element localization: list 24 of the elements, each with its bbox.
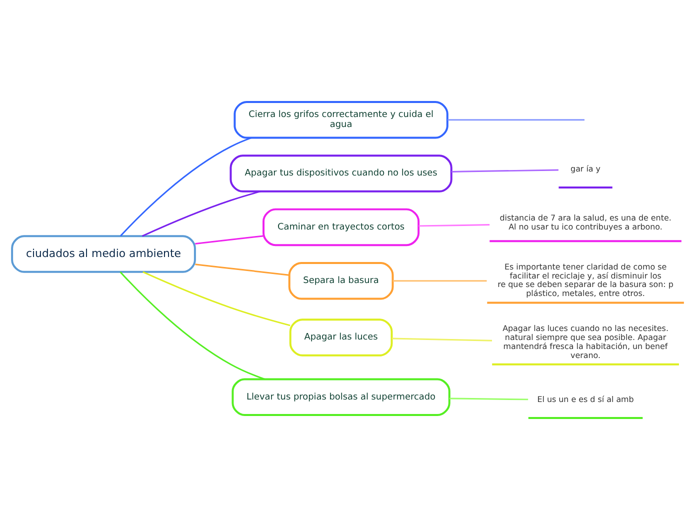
node-text: distancia de 7 ara la salud, es una de ente. Al no usar tu ico contribuyes a arbono.	[500, 214, 672, 232]
connector	[120, 137, 252, 236]
node-text: gar ía y	[570, 164, 601, 174]
node-box: Cierra los grifos correctamente y cuida el agua	[234, 100, 448, 139]
node-box: ciudados al medio ambiente	[11, 235, 196, 273]
connector	[120, 271, 266, 380]
node-text: El us un e es d sí al amb	[537, 395, 634, 404]
node-text: Es importante tener claridad de como se facilitar el reciclaje y, así disminuir los re que se deben separar de la basura son: p plástico, metales, entre otros.	[498, 262, 674, 298]
connector	[392, 280, 487, 282]
connector	[142, 190, 261, 237]
node-box: Apagar las luces	[289, 318, 393, 356]
node-box: Llevar tus propias bolsas al supermercado	[232, 378, 450, 416]
connector	[418, 224, 490, 227]
node-text: Apagar las luces cuando no las necesites. natural siempre que sea posible. Apagar mantendrá fresca la habitación, un benef verano.	[502, 324, 668, 360]
node-box: Separa la basura	[288, 262, 394, 300]
connector	[142, 271, 290, 326]
node-box: Caminar en trayectos cortos	[262, 208, 420, 246]
connector	[448, 119, 584, 121]
node-box: Apagar tus dispositivos cuando no los uses	[230, 154, 452, 192]
connector	[392, 338, 492, 342]
connector	[195, 264, 290, 276]
connector	[449, 398, 528, 400]
connector	[195, 235, 264, 244]
connector	[452, 169, 558, 172]
